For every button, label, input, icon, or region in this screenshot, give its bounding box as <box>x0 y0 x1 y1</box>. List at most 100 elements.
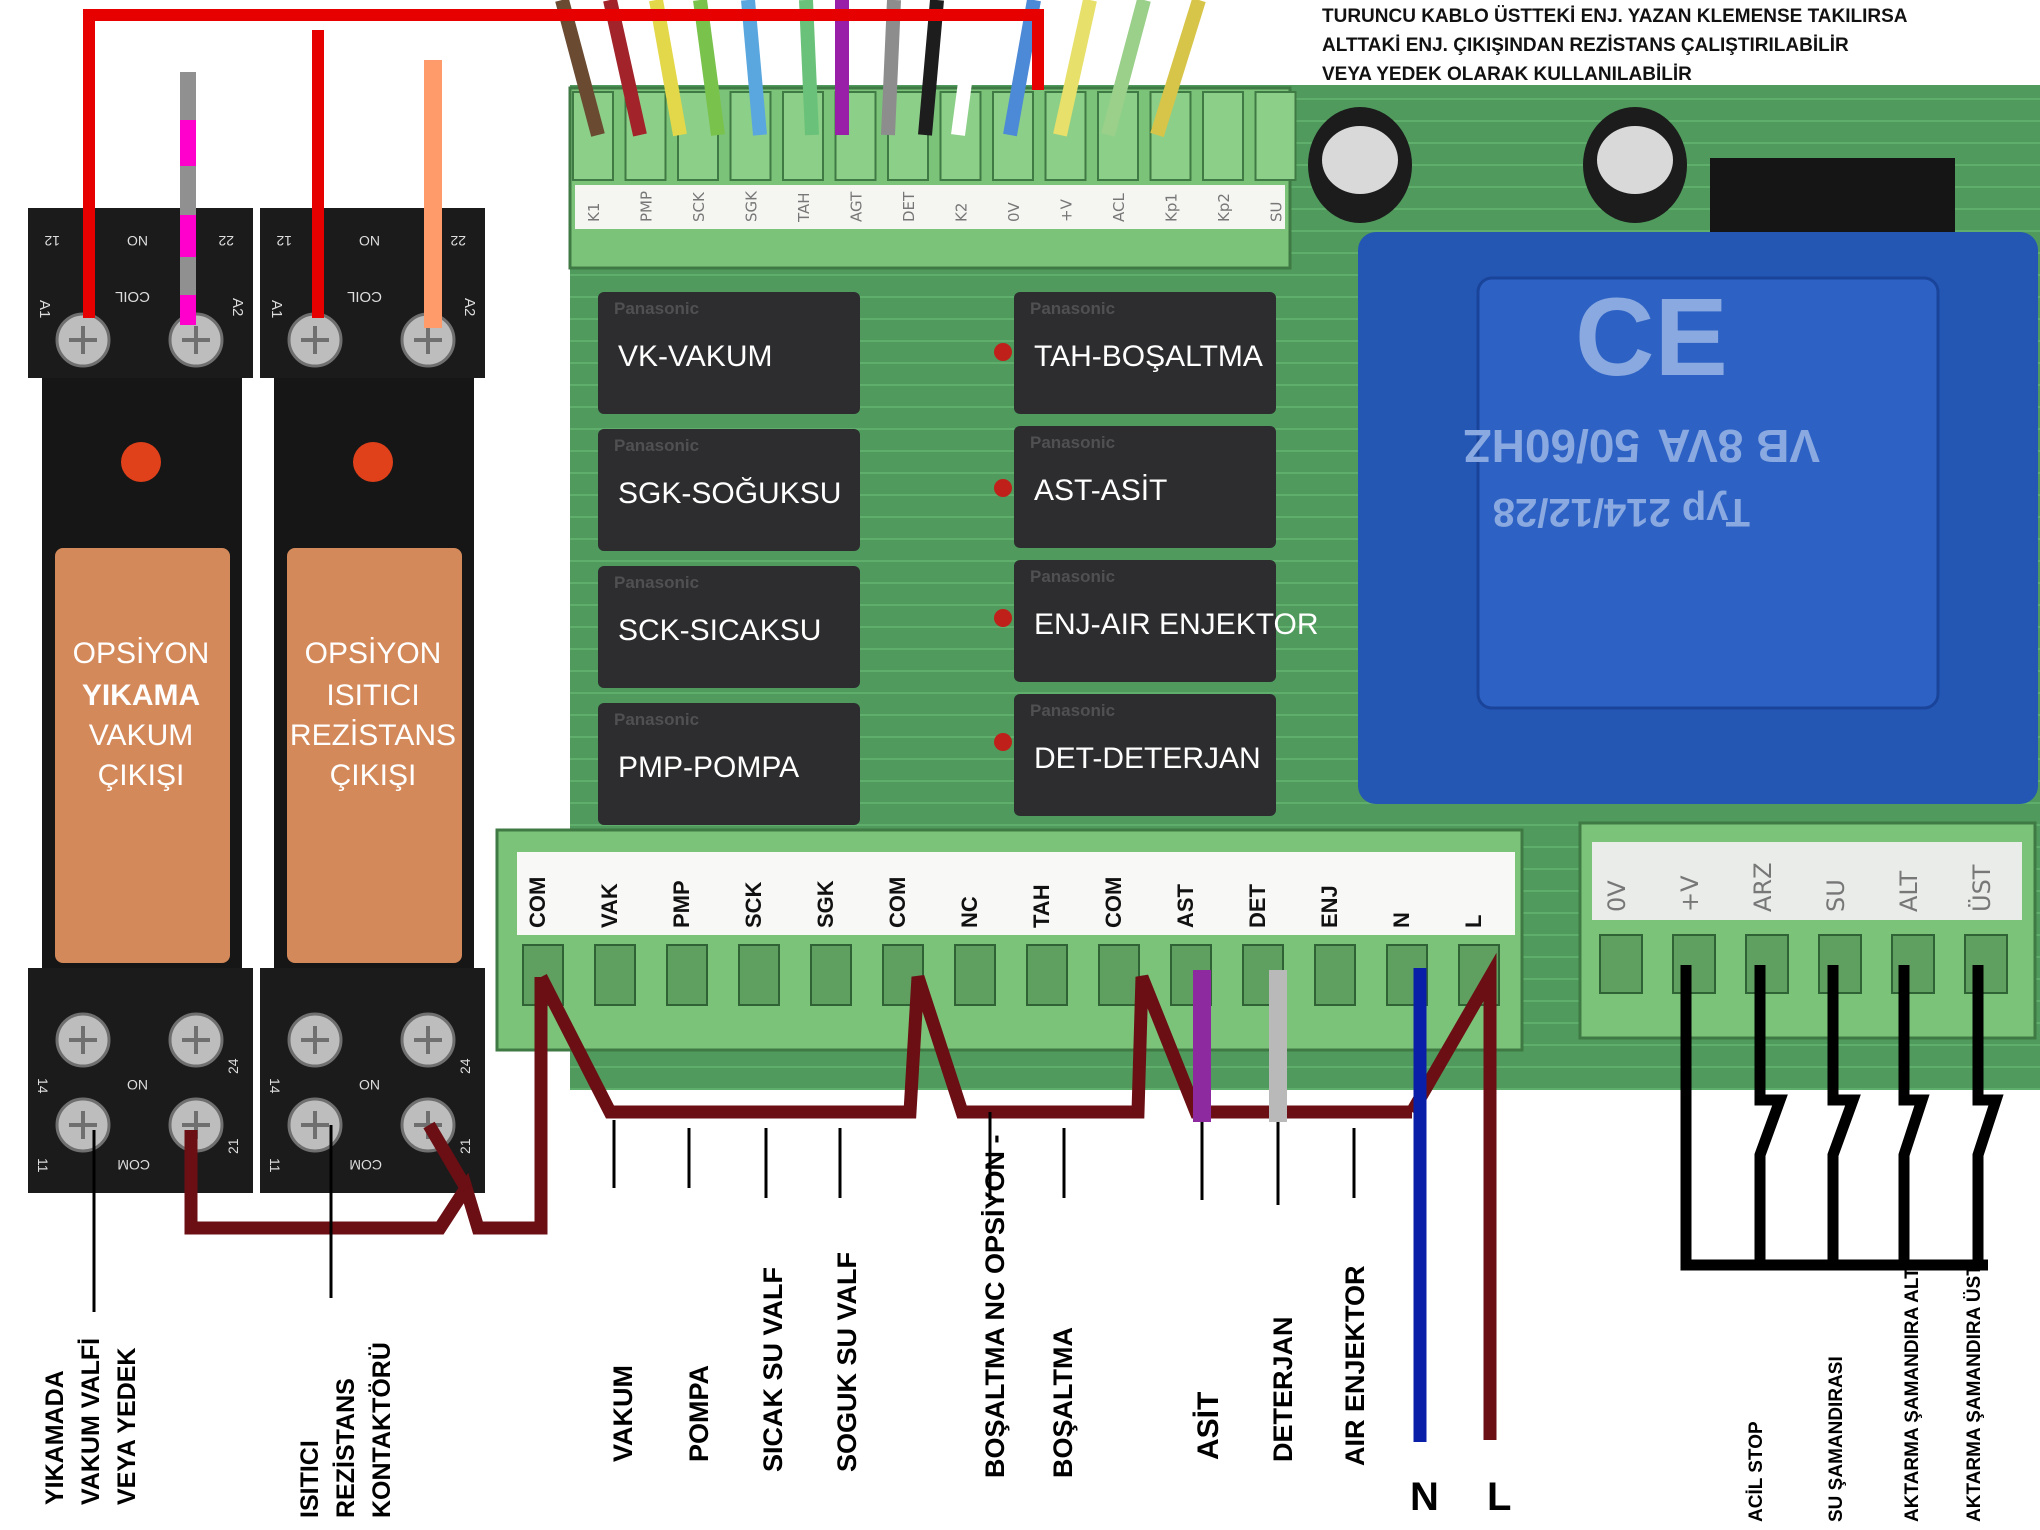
label-sicak-su: SICAK SU VALF <box>758 1267 788 1472</box>
top-terminal-label: DET <box>900 191 918 222</box>
relay2-coil-wire <box>424 60 442 328</box>
label-heater-3: KONTAKTÖRÜ <box>367 1342 396 1518</box>
label-21: 21 <box>457 1138 473 1154</box>
capacitor-1-top <box>1322 126 1398 194</box>
label-a2: A2 <box>229 298 246 316</box>
top-input-wires <box>555 0 1206 138</box>
label-air-enjektor: AIR ENJEKTOR <box>1340 1265 1370 1466</box>
terminal-slot <box>954 944 996 1006</box>
top-wire <box>799 0 819 136</box>
right-terminal-label: ALT <box>1895 871 1923 912</box>
label-12: 12 <box>276 233 292 249</box>
label-no-bottom: NO <box>127 1077 148 1093</box>
label-14: 14 <box>267 1078 283 1094</box>
terminal-slot <box>1891 934 1935 994</box>
bottom-terminal-label: AST <box>1173 883 1198 928</box>
terminal-slot <box>1314 944 1356 1006</box>
top-wire <box>1101 0 1151 137</box>
right-terminal-strip <box>1592 842 2022 920</box>
screw-slot <box>69 1026 97 1054</box>
label-no-bottom: NO <box>359 1077 380 1093</box>
top-wire <box>693 0 725 136</box>
option-line-1: OPSİYON <box>73 637 210 670</box>
label-heater-2: REZİSTANS <box>332 1378 360 1518</box>
bottom-terminal-label: DET <box>1245 883 1270 928</box>
terminal-slot <box>666 944 708 1006</box>
label-14: 14 <box>35 1078 51 1094</box>
label-a1: A1 <box>36 300 53 318</box>
black-component <box>1710 158 1955 236</box>
relay-label: PMP-POMPA <box>618 751 799 784</box>
label-vakum: VAKUM <box>608 1365 638 1462</box>
relay-brand: Panasonic <box>614 436 699 455</box>
status-led <box>994 343 1012 361</box>
label-leads <box>92 1112 1356 1312</box>
relay-brand: Panasonic <box>1030 299 1115 318</box>
top-terminal-label: +V <box>1058 198 1076 222</box>
indicator-led <box>121 442 161 482</box>
common-wires <box>184 952 1497 1440</box>
top-wire <box>918 0 944 136</box>
option-line-4: ÇIKIŞI <box>98 759 185 792</box>
relay-bottom-base <box>28 968 253 1193</box>
screw-slot <box>69 1111 97 1139</box>
relay-body <box>1014 426 1276 548</box>
label-a2: A2 <box>461 298 478 316</box>
relay-label: SCK-SICAKSU <box>618 614 821 647</box>
screw-slot <box>182 326 210 354</box>
bottom-terminal-label: PMP <box>669 880 694 928</box>
relay-body <box>1014 560 1276 682</box>
top-terminal-strip <box>575 185 1285 229</box>
wire-stripe <box>180 120 196 166</box>
label-acil-stop: ACİL STOP <box>1746 1421 1767 1522</box>
label-vac-valve-1: YIKAMADA <box>41 1370 69 1505</box>
top-terminal-label: Kp2 <box>1215 193 1233 222</box>
option-line-2: YIKAMA <box>82 679 200 712</box>
top-terminal-label: TAH <box>795 192 813 223</box>
top-terminal-label: AGT <box>848 191 866 222</box>
label-aktarma-alt: AKTARMA ŞAMANDIRA ALT <box>1902 1267 1923 1522</box>
label-deterjan: DETERJAN <box>1268 1316 1298 1462</box>
relay-body <box>598 429 860 551</box>
top-wire <box>1053 0 1097 137</box>
label-l: L <box>1487 1475 1511 1519</box>
right-terminal-label: 0V <box>1603 880 1631 912</box>
label-pompa: POMPA <box>684 1365 714 1462</box>
bottom-terminal-label: COM <box>885 877 910 928</box>
label-vac-valve-2: VAKUM VALFİ <box>77 1338 105 1505</box>
terminal-slot <box>1818 934 1862 994</box>
label-12: 12 <box>44 233 60 249</box>
wire-stripe <box>180 295 196 325</box>
relay-brand: Panasonic <box>1030 433 1115 452</box>
top-terminal-label: SCK <box>690 191 708 222</box>
relay-label: DET-DETERJAN <box>1034 742 1261 775</box>
live-wire-relay1 <box>83 9 1044 318</box>
label-coil: COIL <box>347 288 382 305</box>
float-su <box>1827 965 1861 1265</box>
label-22: 22 <box>218 233 234 249</box>
common-wire-seg <box>423 1121 472 1192</box>
option-line-3: VAKUM <box>89 719 193 752</box>
bottom-terminal-label: NC <box>957 896 982 928</box>
board-relays: PanasonicVK-VAKUMPanasonicSGK-SOĞUKSUPan… <box>598 292 1319 825</box>
label-com: COM <box>349 1157 382 1173</box>
status-led <box>994 733 1012 751</box>
transformer-rating: VB 8VA <box>1657 420 1820 472</box>
bottom-terminal-label: COM <box>1101 877 1126 928</box>
top-wire <box>881 0 901 136</box>
label-coil: COIL <box>115 288 150 305</box>
relay-brand: Panasonic <box>614 710 699 729</box>
top-terminal-label: SGK <box>743 190 761 222</box>
label-soguk-su: SOGUK SU VALF <box>832 1252 862 1472</box>
label-no-top: NO <box>359 233 380 249</box>
relay-brand: Panasonic <box>1030 701 1115 720</box>
